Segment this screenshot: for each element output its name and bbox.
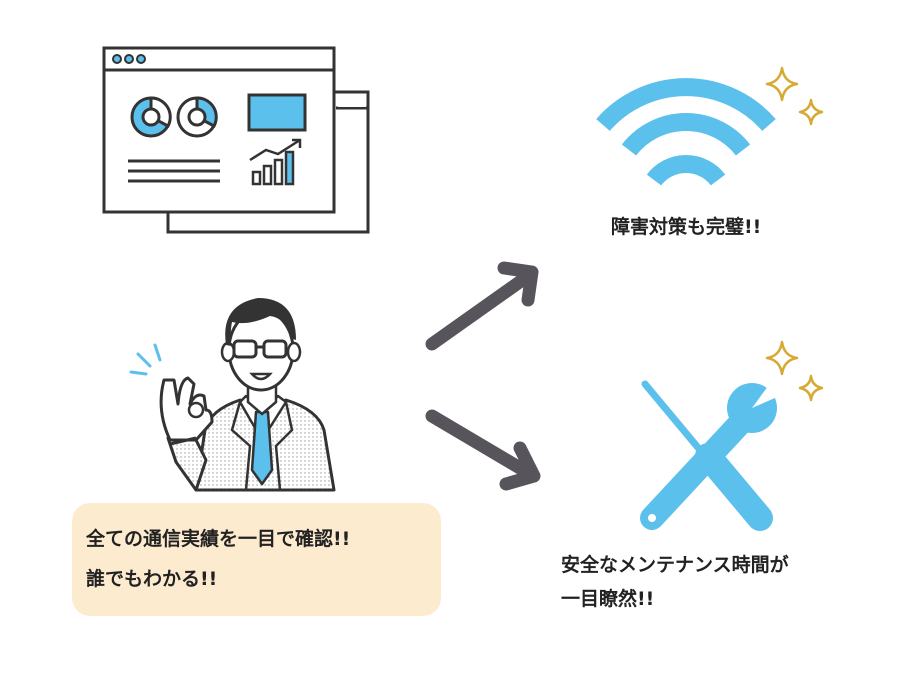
arrow-to-tools [425,409,541,491]
maintenance-caption-line1: 安全なメンテナンス時間が [561,554,789,576]
wifi-icon [596,78,776,186]
arrow-icon [425,261,541,491]
wifi-caption: 障害対策も完璧!! [611,216,762,238]
maintenance-caption: 安全なメンテナンス時間が 一目瞭然!! [561,548,789,616]
dashboard-window-icon [102,46,370,234]
speech-bubble: 全ての通信実績を一目で確認!! 誰でもわかる!! [72,503,441,616]
arrow-to-wifi [425,261,539,351]
maintenance-caption-line2: 一目瞭然!! [561,588,655,610]
sparkle-icon [765,66,824,126]
businessman-ok-gesture-icon [129,298,336,492]
speech-bubble-line2: 誰でもわかる!! [86,568,218,590]
wrench-screwdriver-icon [640,380,784,531]
speech-bubble-line1: 全ての通信実績を一目で確認!! [86,528,351,550]
sparkle-icon [765,340,824,402]
